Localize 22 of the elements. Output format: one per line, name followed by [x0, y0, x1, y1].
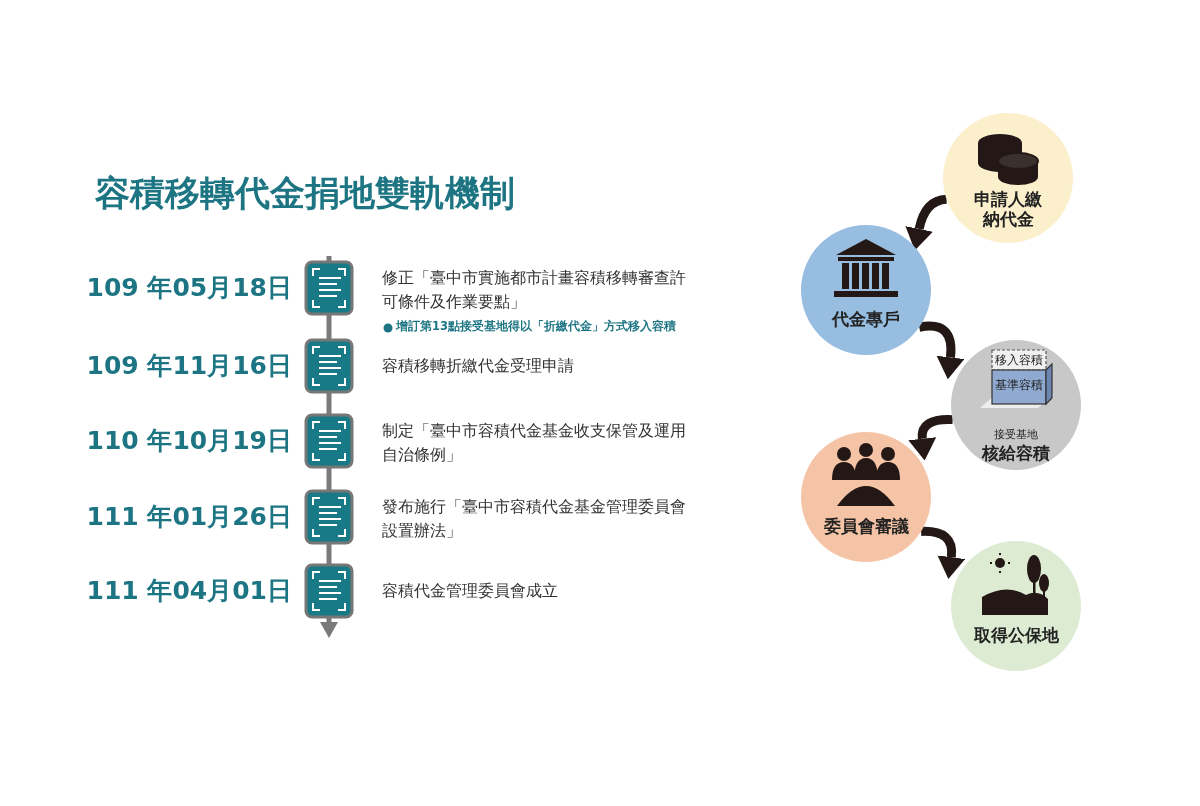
event-description: 容積移轉折繳代金受理申請: [382, 355, 575, 377]
event-description: 修正「臺中市實施都市計畫容積移轉審查許可條件及作業要點」: [382, 267, 687, 313]
note-text: 增訂第13點接受基地得以「折繳代金」方式移入容積: [396, 319, 676, 334]
date-label: 109 年11月16日: [85, 350, 292, 382]
step-label: 取得公保地: [973, 625, 1059, 645]
event-description: 制定「臺中市容積代金基金收支保管及運用自治條例」: [382, 420, 687, 466]
small-label: 接受基地: [993, 427, 1039, 442]
curved-arrow: [918, 321, 965, 380]
step-label: 申請人繳納代金: [973, 189, 1043, 229]
event-description: 容積代金管理委員會成立: [382, 580, 559, 602]
date-label: 109 年05月18日: [85, 272, 292, 304]
curved-arrow: [905, 194, 947, 251]
date-label: 111 年01月26日: [85, 501, 292, 533]
date-label: 110 年10月19日: [85, 425, 292, 457]
title: 容積移轉代金捐地雙軌機制: [95, 172, 515, 215]
event-description: 發布施行「臺中市容積代金基金管理委員會設置辦法」: [382, 496, 687, 542]
step-label: 核給容積: [980, 442, 1051, 465]
date-label: 111 年04月01日: [85, 575, 292, 607]
step-label: 代金專戶: [832, 309, 900, 329]
small-label: 基準容積: [995, 378, 1043, 393]
small-label: 移入容積: [995, 353, 1043, 368]
step-label: 委員會審議: [823, 516, 909, 536]
